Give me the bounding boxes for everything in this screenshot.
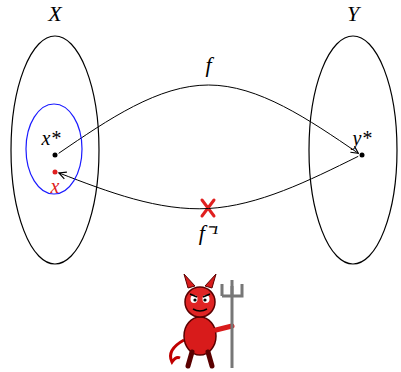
point-dot: [359, 152, 365, 158]
point-label: x: [40, 176, 70, 196]
point-dot: [52, 152, 58, 158]
mapping-arrow: [59, 85, 359, 153]
point-label: y*: [347, 128, 377, 148]
point-label: x*: [36, 128, 66, 148]
function-label: f⁻¹: [197, 222, 221, 244]
point: y*: [359, 152, 365, 158]
ellipse-outline: [10, 35, 100, 265]
subset-ellipse: x* x: [25, 103, 83, 195]
set-ellipse: x*xX: [10, 35, 100, 265]
ellipse-outline: [308, 35, 398, 265]
function-label: f: [203, 54, 213, 76]
point: x*: [52, 152, 58, 158]
devil-figure: [171, 274, 243, 368]
point-dot: [52, 169, 58, 175]
point: x: [52, 169, 58, 175]
set-ellipse: y*Y: [308, 35, 398, 265]
set-label: X: [10, 3, 100, 25]
set-label: Y: [308, 3, 398, 25]
